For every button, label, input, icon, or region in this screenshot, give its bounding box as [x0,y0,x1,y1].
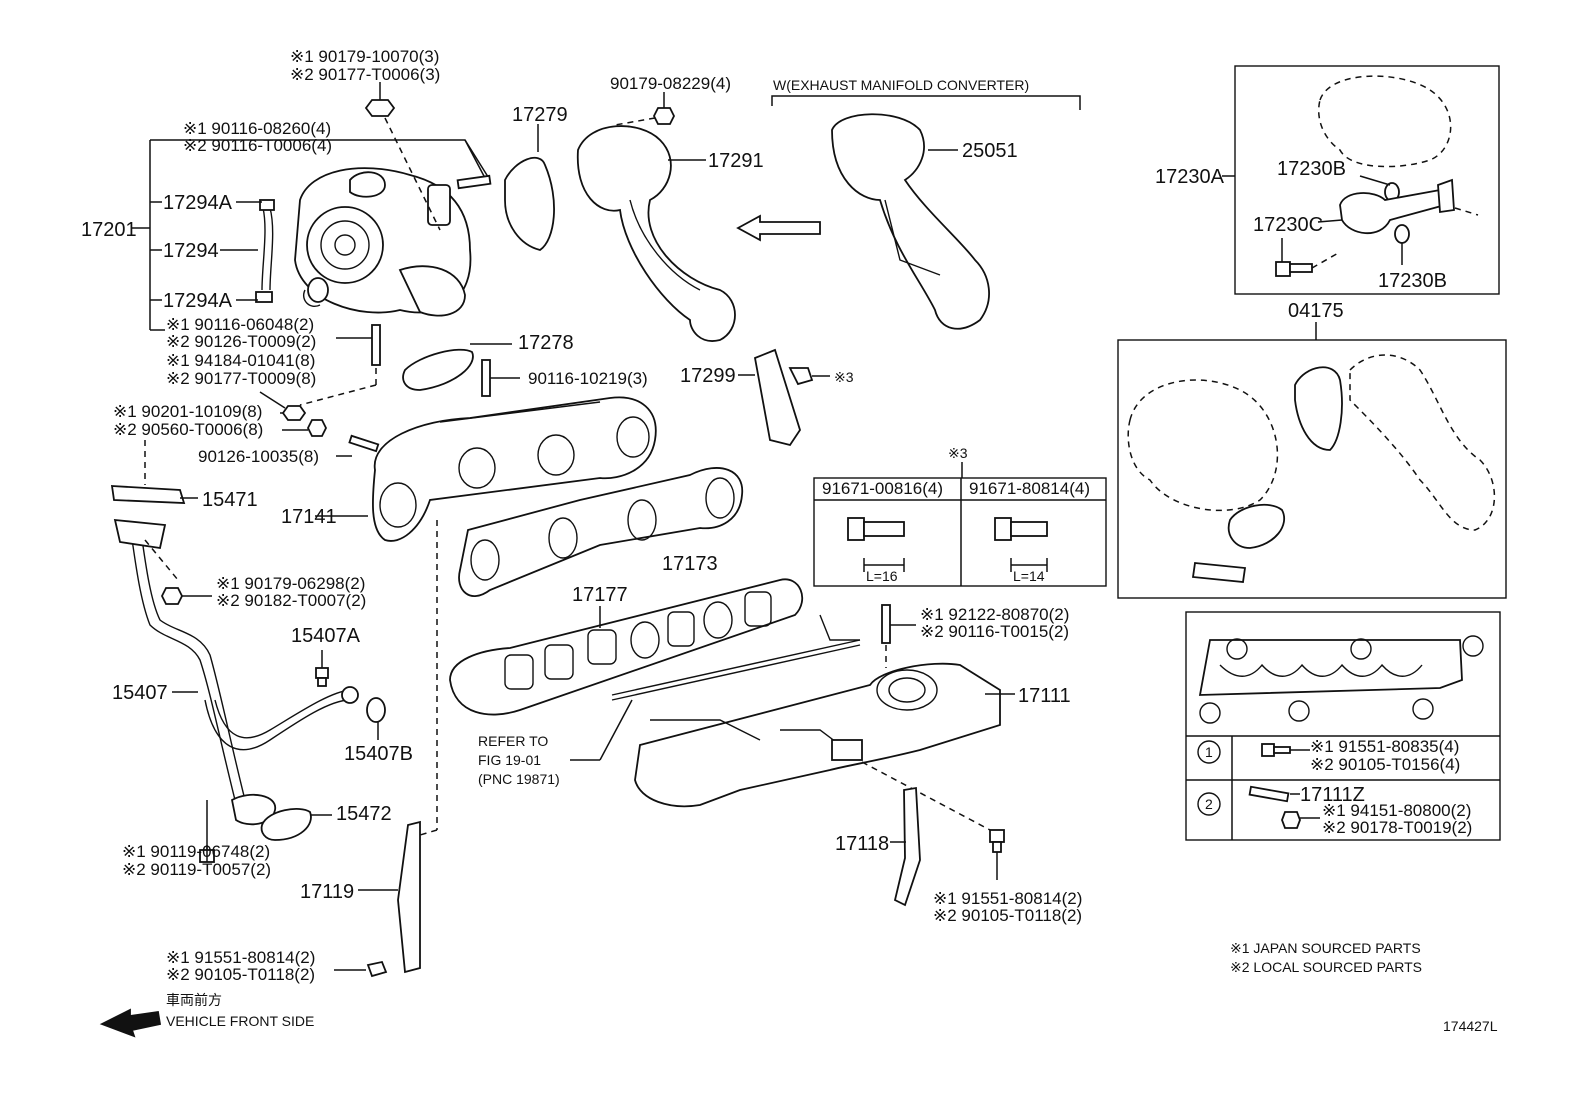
intake-gasket-box [1185,611,1501,841]
part-17294: 17294 [163,240,219,262]
legend-local: ※2 LOCAL SOURCED PARTS [1230,959,1422,975]
part-90126-10035: 90126-10035(8) [198,447,319,466]
front-label-en: VEHICLE FRONT SIDE [166,1013,314,1029]
gasket-kit-box [1117,339,1507,599]
bolt-91671-00816: 91671-00816(4) [822,479,943,498]
gasket-17177 [449,578,804,716]
part-17230A: 17230A [1155,166,1225,188]
intake-manifold-17111 [634,662,1001,808]
manifold-converter-25051 [831,113,990,330]
note-90179-10070: ※1 90179-10070(3) [290,47,439,66]
gasket-17173 [458,467,743,597]
exhaust-pipe-17291 [577,125,736,342]
part-17111Z: 17111Z [1300,784,1365,806]
front-arrow-icon [99,1008,162,1038]
note-90177-T0006: ※2 90177-T0006(3) [290,65,440,84]
note-90105-T0118-left: ※2 90105-T0118(2) [166,965,315,984]
part-15472: 15472 [336,803,392,825]
length-l14: L=14 [1013,568,1045,584]
note-90116-08260: ※1 90116-08260(4) [183,119,331,138]
note-90201-10109: ※1 90201-10109(8) [113,402,262,421]
part-17111: 17111 [1018,685,1071,707]
note-91551-80814-left: ※1 91551-80814(2) [166,948,315,967]
note-91551-80814-right: ※1 91551-80814(2) [933,889,1082,908]
direction-arrow [736,214,821,242]
part-15471: 15471 [202,489,258,511]
note-94184-01041: ※1 94184-01041(8) [166,351,315,370]
note-92122-80870: ※1 92122-80870(2) [920,605,1069,624]
w-exhaust-label: W(EXHAUST MANIFOLD CONVERTER) [773,77,1029,93]
note-90182-T0007: ※2 90182-T0007(2) [216,591,366,610]
sensor-box [1234,65,1500,295]
part-25051: 25051 [962,140,1018,162]
legend-japan: ※1 JAPAN SOURCED PARTS [1230,940,1421,956]
front-label-jp: 車両前方 [166,992,222,1008]
oil-tube-17294 [261,207,266,291]
note-90179-06298: ※1 90179-06298(2) [216,574,365,593]
part-04175: 04175 [1288,300,1344,322]
note-91551-80835: ※1 91551-80835(4) [1310,737,1459,756]
part-17299: 17299 [680,365,736,387]
bolt-table [813,462,1107,587]
part-17279: 17279 [512,104,568,126]
nut-top [364,99,396,117]
part-17173: 17173 [662,553,718,575]
note-90119-T0057: ※2 90119-T0057(2) [122,860,271,879]
note-90116-T0015: ※2 90116-T0015(2) [920,622,1069,641]
part-17230B-upper: 17230B [1277,158,1346,180]
gasket-17278 [402,348,474,391]
part-17177: 17177 [572,584,628,606]
part-15407: 15407 [112,682,168,704]
part-15407B: 15407B [344,743,413,765]
part-17230C: 17230C [1253,214,1323,236]
note-90105-T0156: ※2 90105-T0156(4) [1310,755,1460,774]
exhaust-manifold-17141 [372,396,657,542]
turbocharger-illustration [294,167,472,317]
refer-line-1: REFER TO [478,733,548,749]
note-90105-T0118-right: ※2 90105-T0118(2) [933,906,1082,925]
note-90178-T0019: ※2 90178-T0019(2) [1322,818,1472,837]
ref-x3-b: ※3 [948,445,968,461]
circle-2-label: 2 [1205,796,1213,812]
refer-line-2: FIG 19-01 [478,752,541,768]
part-17294A-upper: 17294A [163,192,233,214]
part-17294A-lower: 17294A [163,290,233,312]
note-90177-T0009: ※2 90177-T0009(8) [166,369,316,388]
gasket-17279 [504,156,555,251]
figure-number: 174427L [1443,1018,1498,1034]
part-17291: 17291 [708,150,764,172]
part-90116-10219: 90116-10219(3) [528,369,648,388]
bolt-91671-80814: 91671-80814(4) [969,479,1090,498]
circle-1-label: 1 [1205,744,1213,760]
gasket-kit-illustration [1127,354,1496,583]
part-17230B-lower: 17230B [1378,270,1447,292]
note-90560-T0006: ※2 90560-T0006(8) [113,420,263,439]
bracket-17299 [753,348,801,447]
part-17201: 17201 [81,219,137,241]
part-17141: 17141 [281,506,337,528]
length-l16: L=16 [866,568,898,584]
note-94151-80800: ※1 94151-80800(2) [1322,801,1471,820]
note-90119-06748: ※1 90119-06748(2) [122,842,270,861]
ref-x3-a: ※3 [834,369,854,385]
part-17118: 17118 [835,833,889,855]
note-90126-T0009: ※2 90126-T0009(2) [166,332,316,351]
note-90179-08229: 90179-08229(4) [610,74,731,93]
note-90116-T0006: ※2 90116-T0006(4) [183,136,332,155]
part-17278: 17278 [518,332,574,354]
note-90116-06048: ※1 90116-06048(2) [166,315,314,334]
callout-circles [1197,635,1484,816]
refer-line-3: (PNC 19871) [478,771,560,787]
oil-pipe-15407 [113,518,351,826]
part-17119: 17119 [300,881,354,903]
part-15407A: 15407A [291,625,361,647]
gasket-15471 [110,485,186,504]
strap-17118 [893,786,921,907]
strap-17119 [397,820,421,974]
